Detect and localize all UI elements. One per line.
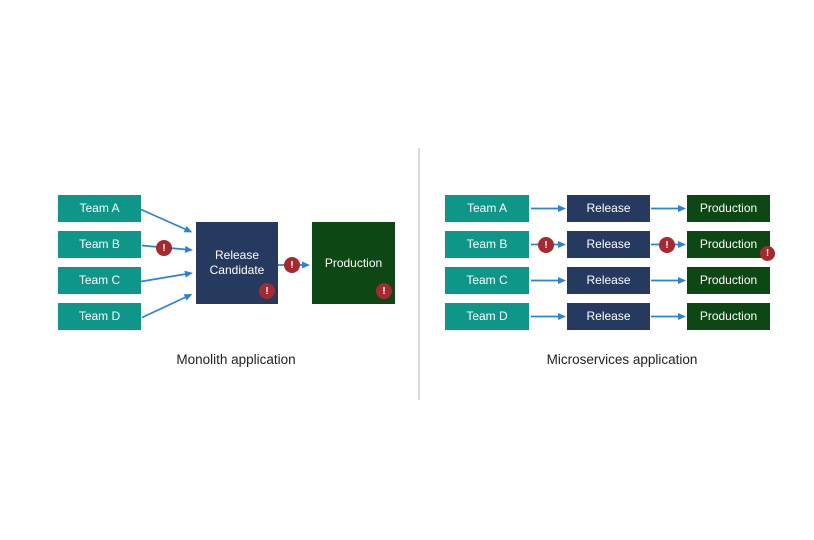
micro-r3-production-box: Production xyxy=(687,303,770,330)
micro-r1-team-box: Team B xyxy=(445,231,529,258)
monolith-team-d-box: Team D xyxy=(58,303,141,330)
arrow-teamC-to-rc xyxy=(140,270,193,283)
error-badge-production-box: ! xyxy=(376,283,392,299)
micro-r3-team-box: Team D xyxy=(445,303,529,330)
monolith-team-c-box: Team C xyxy=(58,267,141,294)
error-badge-r1-release-arrow: ! xyxy=(659,237,675,253)
micro-r2-team-box: Team C xyxy=(445,267,529,294)
monolith-team-b-box: Team B xyxy=(58,231,141,258)
micro-r1-production-box: Production xyxy=(687,231,770,258)
error-badge-rc-box: ! xyxy=(259,283,275,299)
error-badge-rc-arrow: ! xyxy=(284,257,300,273)
arrow-teamD-to-rc xyxy=(141,294,193,319)
micro-r1-release-box: Release xyxy=(567,231,650,258)
vertical-divider xyxy=(418,148,420,400)
monolith-team-a-box: Team A xyxy=(58,195,141,222)
micro-r0-team-box: Team A xyxy=(445,195,529,222)
microservices-caption: Microservices application xyxy=(546,352,698,367)
micro-r0-production-box: Production xyxy=(687,195,770,222)
error-badge-r1-production-box: ! xyxy=(760,246,775,261)
error-badge-teamB-arrow: ! xyxy=(156,240,172,256)
arrow-teamA-to-rc xyxy=(140,208,193,233)
micro-r0-release-box: Release xyxy=(567,195,650,222)
error-badge-r1-team-arrow: ! xyxy=(538,237,554,253)
micro-r3-release-box: Release xyxy=(567,303,650,330)
micro-r2-release-box: Release xyxy=(567,267,650,294)
monolith-production-box: Production xyxy=(312,222,395,304)
micro-r2-production-box: Production xyxy=(687,267,770,294)
monolith-caption: Monolith application xyxy=(176,352,296,367)
